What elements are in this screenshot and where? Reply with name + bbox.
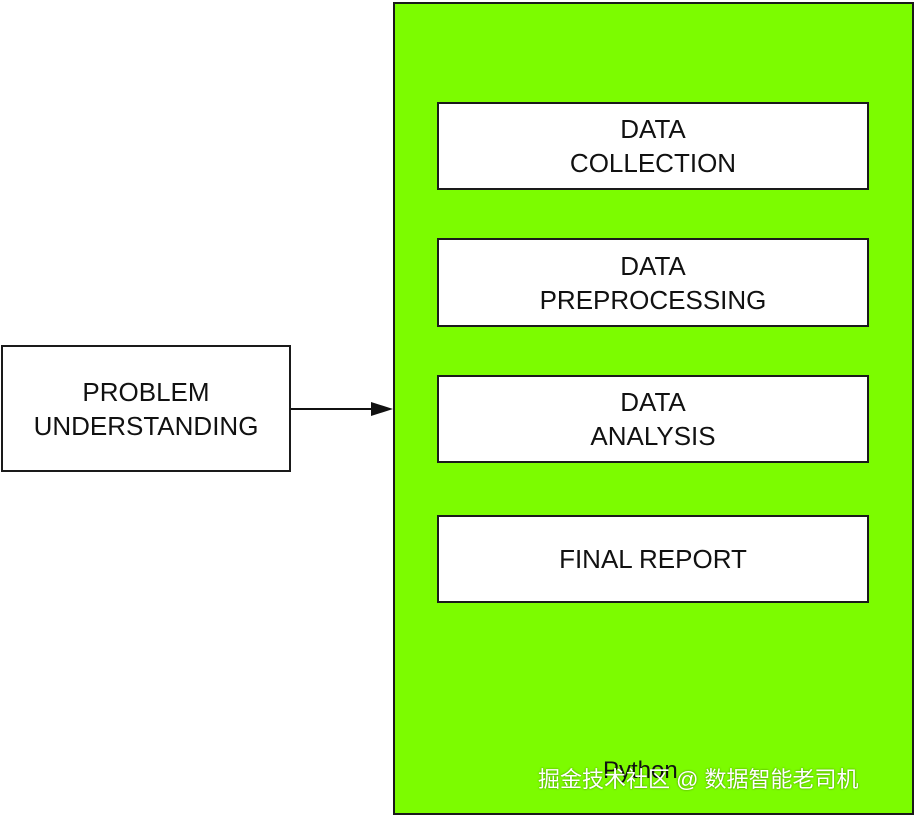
data-collection-box: DATA COLLECTION [437,102,869,190]
problem-understanding-box: PROBLEM UNDERSTANDING [1,345,291,472]
step-label: DATA ANALYSIS [590,387,716,451]
data-analysis-box: DATA ANALYSIS [437,375,869,463]
step-label: DATA COLLECTION [569,114,737,178]
problem-understanding-label: PROBLEM UNDERSTANDING [33,376,259,441]
final-report-box: FINAL REPORT [437,515,869,603]
watermark: 掘金技术社区 @ 数据智能老司机 [538,767,859,792]
python-container-label: Python [603,757,678,784]
arrow-connector [291,402,393,416]
step-label: DATA PREPROCESSING [539,250,767,315]
step-label: FINAL REPORT [559,544,747,574]
data-preprocessing-box: DATA PREPROCESSING [437,238,869,327]
